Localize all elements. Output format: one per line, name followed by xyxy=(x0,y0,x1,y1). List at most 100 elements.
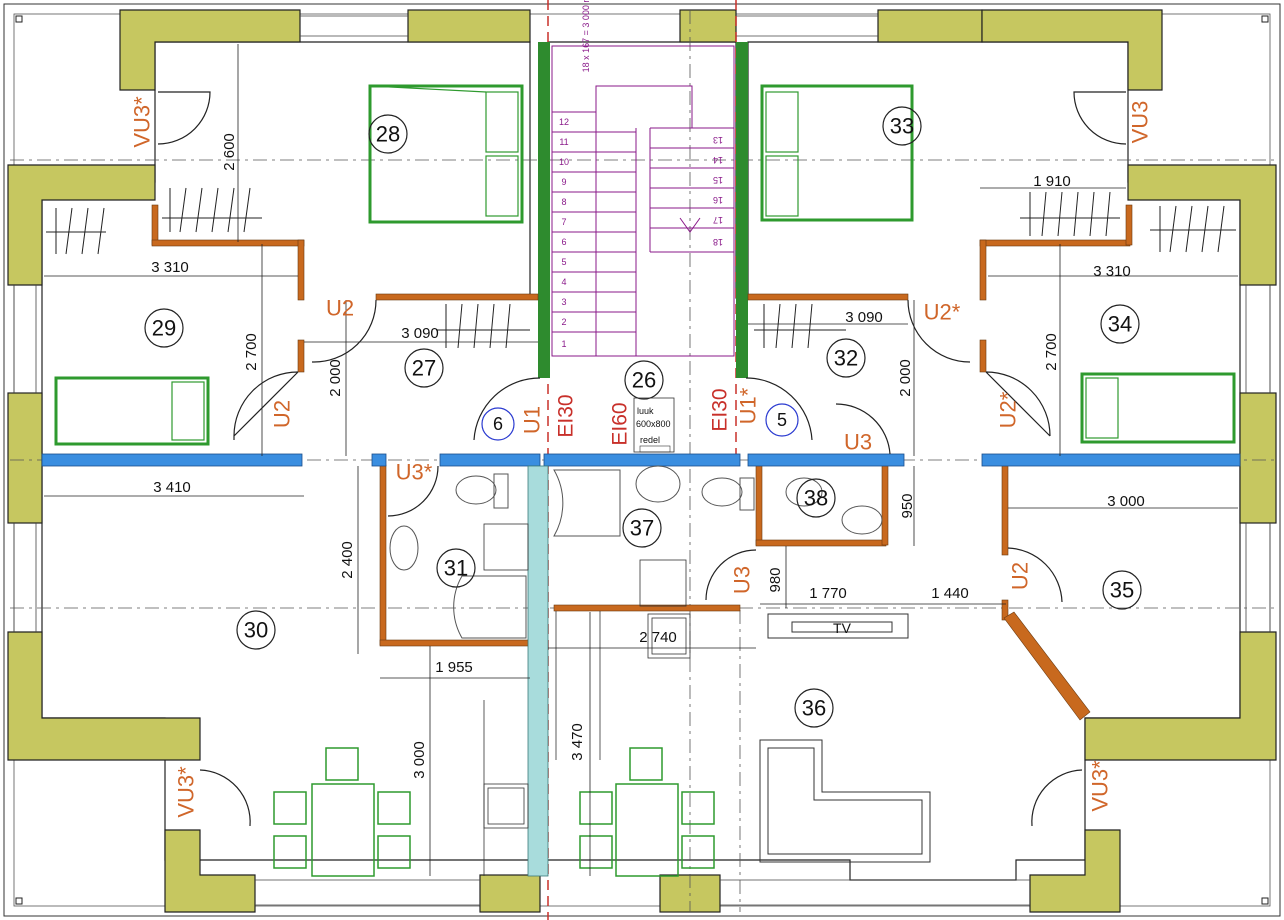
room-number-34: 34 xyxy=(1108,312,1132,337)
svg-text:9: 9 xyxy=(561,177,566,187)
room-marker-28 xyxy=(368,114,408,154)
room-marker-5 xyxy=(765,403,799,437)
room-marker-37 xyxy=(622,508,662,548)
bathroom-fixtures xyxy=(389,465,883,639)
room-marker-35 xyxy=(1102,570,1142,610)
windows xyxy=(13,15,1271,906)
svg-text:10: 10 xyxy=(559,157,569,167)
staircase xyxy=(551,45,735,357)
svg-text:3 470: 3 470 xyxy=(569,723,586,761)
svg-text:1 770: 1 770 xyxy=(809,585,847,602)
radiators xyxy=(46,187,1236,349)
door-label-u3-star-31: U3* xyxy=(396,460,433,485)
sofa xyxy=(759,613,931,863)
room-marker-38 xyxy=(796,478,836,518)
room-marker-32 xyxy=(826,338,866,378)
svg-text:2 600: 2 600 xyxy=(221,133,238,171)
svg-text:950: 950 xyxy=(899,493,916,518)
svg-text:7: 7 xyxy=(561,217,566,227)
room-marker-30 xyxy=(236,610,276,650)
door-label-u2-35: U2 xyxy=(1008,562,1033,590)
room-number-5: 5 xyxy=(777,410,787,430)
dining-tables xyxy=(273,747,715,877)
svg-text:12: 12 xyxy=(559,117,569,127)
room-number-38: 38 xyxy=(804,486,828,511)
svg-text:6: 6 xyxy=(561,237,566,247)
stair-walls xyxy=(538,42,748,378)
svg-text:1: 1 xyxy=(561,339,566,349)
room-number-26: 26 xyxy=(632,368,656,393)
svg-text:4: 4 xyxy=(561,277,566,287)
room-marker-26 xyxy=(624,360,664,400)
room-marker-33 xyxy=(882,106,922,146)
svg-text:15: 15 xyxy=(713,175,723,185)
stair-dimension: 18 x 167 = 3 000 mm xyxy=(581,0,591,72)
room-marker-27 xyxy=(404,348,444,388)
door-label-u2-star-32: U2* xyxy=(924,300,961,325)
bed-pillows xyxy=(171,85,1119,441)
svg-text:3 310: 3 310 xyxy=(1093,263,1131,280)
svg-text:3 310: 3 310 xyxy=(151,259,189,276)
room-marker-31 xyxy=(436,548,476,588)
svg-text:2: 2 xyxy=(561,317,566,327)
svg-text:8: 8 xyxy=(561,197,566,207)
svg-text:3 410: 3 410 xyxy=(153,479,191,496)
room-marker-34 xyxy=(1100,304,1140,344)
svg-text:16: 16 xyxy=(713,195,723,205)
svg-text:1 440: 1 440 xyxy=(931,585,969,602)
door-labels: VU3* VU3 U2 U2* U2 U2* U1 U1* U3* U3 U3 … xyxy=(130,96,1153,818)
svg-text:980: 980 xyxy=(767,567,784,592)
door-label-vu3-star-bottom-left: VU3* xyxy=(174,766,199,818)
door-label-vu3-top-right: VU3 xyxy=(1128,101,1153,144)
room-number-27: 27 xyxy=(412,356,436,381)
tv-label: TV xyxy=(833,620,852,636)
svg-text:2 740: 2 740 xyxy=(639,629,677,646)
fire-rating-ei30-right: EI30 xyxy=(709,388,732,431)
room-number-29: 29 xyxy=(152,316,176,341)
corner-marks xyxy=(15,15,1269,905)
door-label-u1-star: U1* xyxy=(736,387,761,424)
room-number-32: 32 xyxy=(834,346,858,371)
svg-text:3 090: 3 090 xyxy=(401,325,439,342)
room-circles xyxy=(144,106,1142,728)
kitchen-fixtures xyxy=(483,523,691,876)
svg-text:2 700: 2 700 xyxy=(243,333,260,371)
hatch-label-1: luuk xyxy=(637,406,654,416)
fire-rating-labels: EI30 EI60 EI30 xyxy=(555,388,732,445)
svg-text:11: 11 xyxy=(559,137,568,147)
room-marker-6 xyxy=(481,407,515,441)
room-number-28: 28 xyxy=(376,122,400,147)
hatch-label-3: redel xyxy=(640,435,660,445)
beams xyxy=(41,453,1241,877)
door-label-u3-37: U3 xyxy=(730,566,755,594)
room-number-33: 33 xyxy=(890,114,914,139)
room-marker-29 xyxy=(144,308,184,348)
ceiling-hatch: luuk 600x800 redel xyxy=(633,397,675,453)
door-label-vu3-star-top-left: VU3* xyxy=(130,96,155,148)
svg-text:18: 18 xyxy=(713,237,723,247)
room-number-35: 35 xyxy=(1110,578,1134,603)
svg-text:2 400: 2 400 xyxy=(339,541,356,579)
door-label-u1: U1 xyxy=(520,406,545,434)
hatch-label-2: 600x800 xyxy=(636,419,671,429)
door-label-u2-27: U2 xyxy=(326,296,354,321)
svg-text:2 000: 2 000 xyxy=(327,359,344,397)
door-label-u2-29: U2 xyxy=(270,400,295,428)
svg-text:17: 17 xyxy=(713,215,723,225)
wall-pillars xyxy=(7,9,1277,913)
svg-text:14: 14 xyxy=(713,155,723,165)
svg-text:13: 13 xyxy=(713,135,723,145)
svg-text:2 000: 2 000 xyxy=(897,359,914,397)
svg-text:5: 5 xyxy=(561,257,566,267)
door-label-u2-star-34: U2* xyxy=(996,391,1021,428)
room-number-36: 36 xyxy=(802,696,826,721)
door-label-u3-38: U3 xyxy=(844,430,872,455)
door-label-vu3-star-bottom-right: VU3* xyxy=(1088,760,1113,812)
page-frame xyxy=(3,3,1281,917)
beds xyxy=(54,84,1236,446)
fire-rating-ei60: EI60 xyxy=(609,402,632,445)
stair-step-numbers: 12 11 10 9 8 7 6 5 4 3 2 1 13 14 15 16 1… xyxy=(559,0,723,349)
dimension-lines xyxy=(44,44,1238,876)
svg-text:3 000: 3 000 xyxy=(411,741,428,779)
dimension-labels: 2 600 1 910 3 310 3 310 3 090 3 090 2 70… xyxy=(151,133,1145,779)
